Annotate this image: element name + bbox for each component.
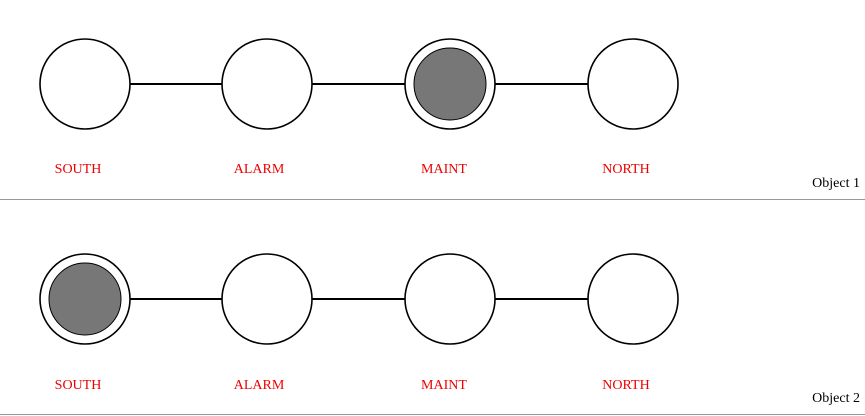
object-1-label: Object 1	[812, 176, 860, 191]
state-node-alarm	[221, 253, 313, 345]
object-1-panel: SOUTH ALARM MAINT NORTH Object 1	[0, 0, 865, 200]
active-state-marker	[413, 47, 487, 121]
state-node-north	[587, 38, 679, 130]
state-node-south	[39, 38, 131, 130]
state-label-south: SOUTH	[54, 378, 102, 393]
bottom-separator	[0, 414, 865, 415]
state-label-south: SOUTH	[54, 162, 102, 177]
state-label-north: NORTH	[602, 378, 650, 393]
object-2-state-diagram	[39, 253, 679, 345]
state-label-maint: MAINT	[421, 162, 467, 177]
active-state-marker	[48, 262, 122, 336]
object-1-state-diagram	[39, 38, 679, 130]
state-label-alarm: ALARM	[233, 378, 285, 393]
state-node-north	[587, 253, 679, 345]
state-node-maint	[404, 253, 496, 345]
state-label-maint: MAINT	[421, 378, 467, 393]
panel-separator	[0, 199, 865, 200]
state-label-north: NORTH	[602, 162, 650, 177]
state-node-alarm	[221, 38, 313, 130]
object-2-label: Object 2	[812, 391, 860, 406]
object-2-panel: SOUTH ALARM MAINT NORTH Object 2	[0, 215, 865, 415]
state-label-alarm: ALARM	[233, 162, 285, 177]
